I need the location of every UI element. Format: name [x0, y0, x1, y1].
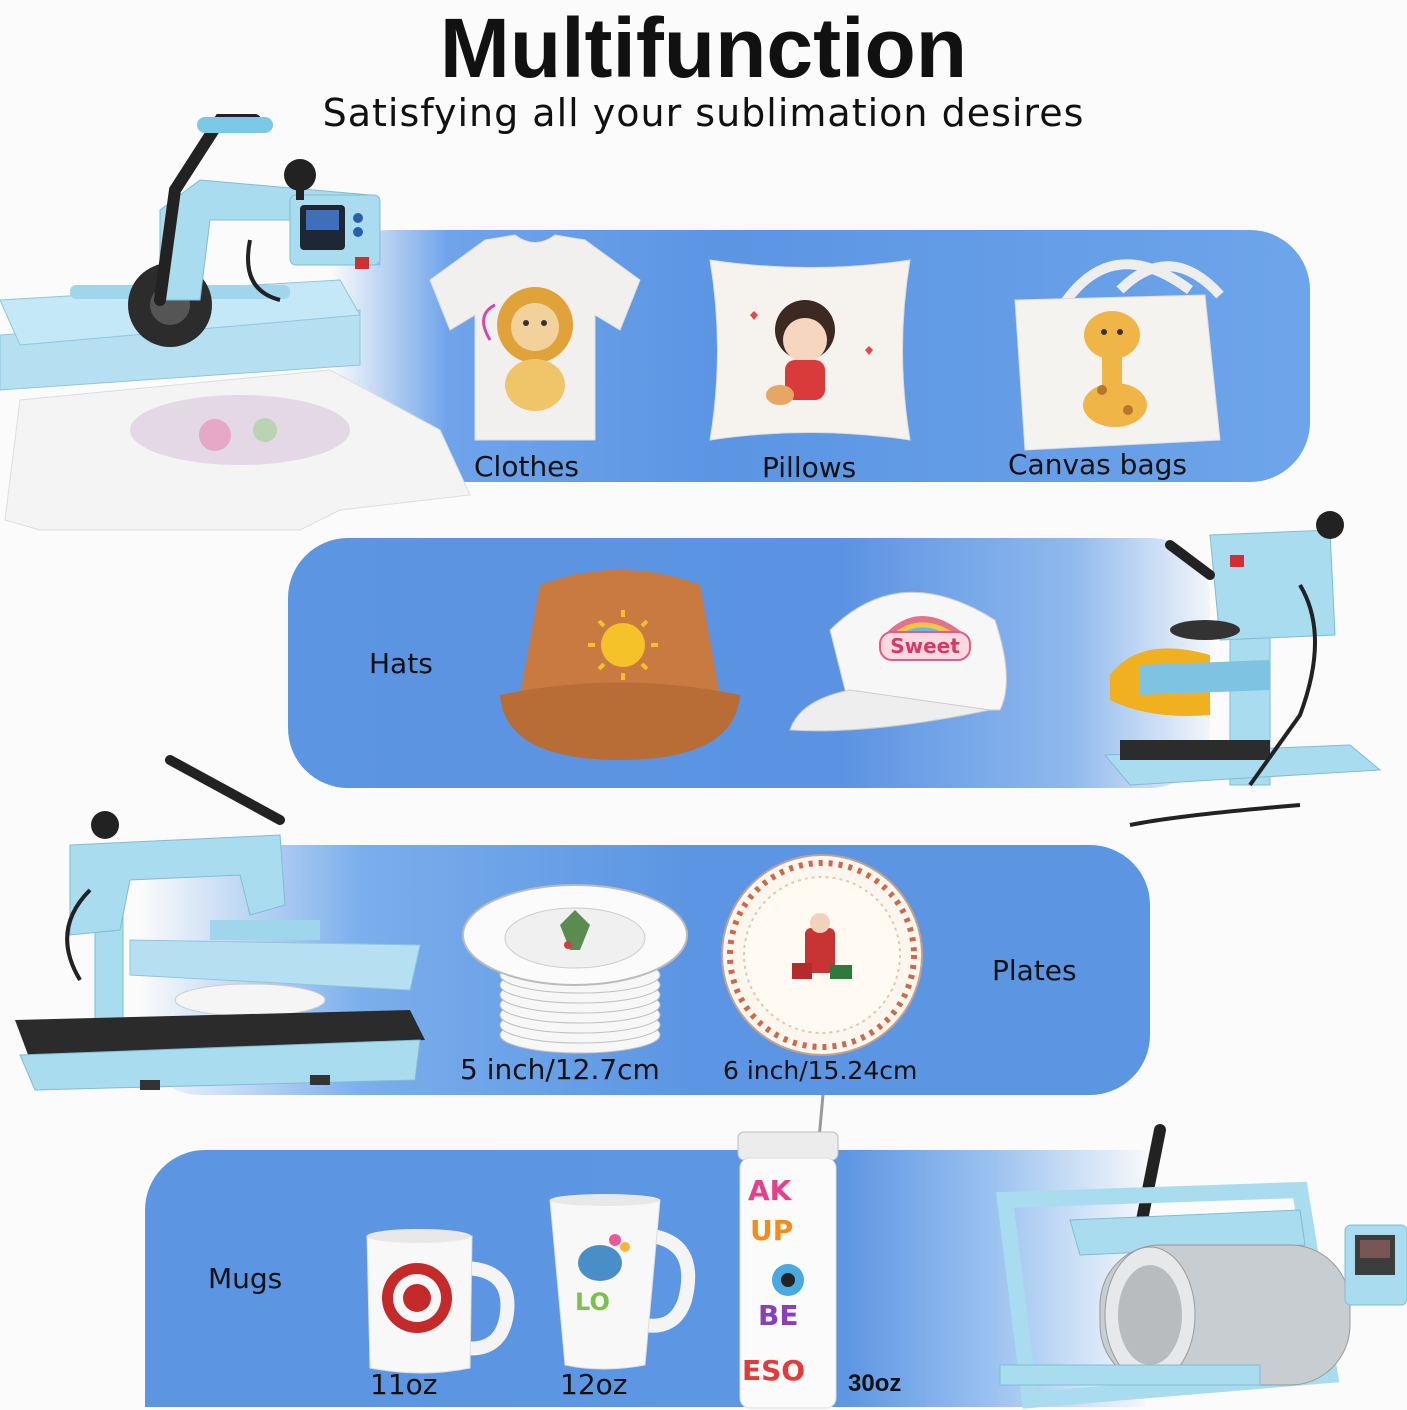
tumbler-30oz-image: AK UP BE ESO — [737, 1094, 839, 1409]
clamshell-heat-press-image — [0, 114, 471, 531]
label-11oz: 11oz — [370, 1368, 438, 1401]
baseball-cap-image: Sweet — [789, 591, 1007, 732]
page-subtitle: Satisfying all your sublimation desires — [322, 91, 1085, 135]
mug-11oz-image — [366, 1229, 515, 1374]
label-canvas-bags: Canvas bags — [1008, 448, 1187, 481]
swing-heat-press-image — [15, 755, 425, 1091]
decorative-plate-image — [721, 854, 923, 1056]
label-plates: Plates — [992, 954, 1077, 987]
label-pillows: Pillows — [762, 451, 857, 484]
label-mugs: Mugs — [208, 1262, 283, 1295]
mug-12oz-text: LO — [575, 1288, 610, 1316]
plate-stack-image — [462, 884, 688, 1054]
tumbler-text-4: ESO — [742, 1354, 805, 1387]
pillow-image — [709, 259, 911, 441]
tshirt-image — [429, 234, 641, 441]
tumbler-text-1: AK — [748, 1174, 793, 1207]
tumbler-text-2: UP — [750, 1214, 793, 1247]
bucket-hat-image — [500, 570, 740, 760]
hats-band — [288, 538, 1210, 788]
page-title: Multifunction — [439, 1, 968, 95]
cap-heat-press-image — [1103, 511, 1382, 827]
label-plate-6-inch: 6 inch/15.24cm — [723, 1056, 918, 1085]
label-plate-5-inch: 5 inch/12.7cm — [460, 1053, 660, 1086]
label-clothes: Clothes — [474, 450, 579, 483]
label-30oz: 30oz — [848, 1370, 902, 1397]
canvas-bag-image — [1014, 259, 1224, 451]
tumbler-heat-press-image — [995, 1124, 1407, 1409]
label-12oz: 12oz — [560, 1368, 628, 1401]
cap-badge-text: Sweet — [890, 634, 960, 658]
label-hats: Hats — [369, 647, 433, 680]
tumbler-text-3: BE — [758, 1299, 798, 1332]
mug-12oz-image: LO — [549, 1194, 696, 1370]
